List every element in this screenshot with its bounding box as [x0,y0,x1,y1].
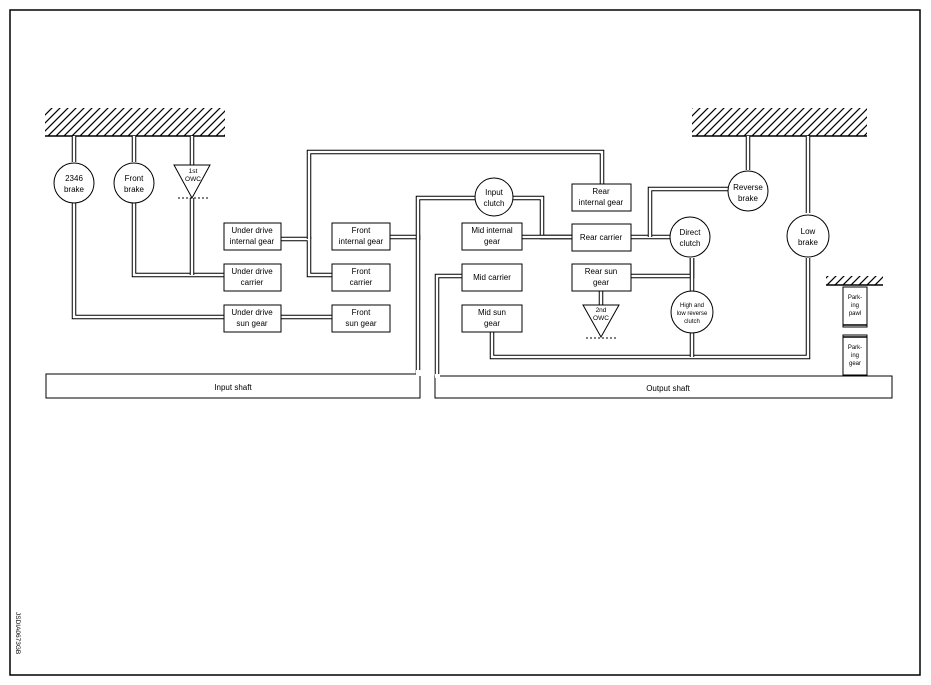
front-carrier: Front carrier [331,263,391,292]
low-brake: Low brake [786,214,830,258]
front-sun-gear-label-2: sun gear [345,319,376,328]
output-shaft: Output shaft [434,374,893,399]
front-sun-gear: Front sun gear [331,304,391,333]
owc-2nd-label-1: 2nd [596,307,607,314]
owc-2nd-label-2: OWC [593,315,609,322]
parking-pawl-label-2: ing [851,303,859,309]
front-sun-gear-label-1: Front [352,308,371,317]
output-shaft-label: Output shaft [646,384,690,393]
ud-internal-gear-label-2: internal gear [230,237,275,246]
mid-sun-gear-label-2: gear [484,319,500,328]
housing-ground-parking [826,276,883,286]
mid-internal-gear-label-1: Mid internal [471,226,513,235]
direct-clutch: Direct clutch [669,216,711,258]
parking-gear-label-1: Park- [848,345,862,351]
front-internal-gear-label-2: internal gear [339,237,384,246]
reverse-brake: Reverse brake [727,170,769,212]
parking-gear-label-3: gear [849,361,861,367]
reverse-brake-label-1: Reverse [733,183,763,192]
mid-sun-gear-label-1: Mid sun [478,308,506,317]
front-internal-gear-label-1: Front [352,226,371,235]
housing-ground-right [692,108,867,137]
parking-gear: Park- ing gear [842,334,868,376]
owc-1st-label-2: OWC [185,176,201,183]
mid-sun-gear: Mid sun gear [461,304,523,333]
front-carrier-label-1: Front [352,267,371,276]
low-brake-label-1: Low [801,227,816,236]
rear-sun-gear-label-1: Rear sun [585,267,617,276]
ud-internal-gear-label-1: Under drive [231,226,273,235]
direct-clutch-label-1: Direct [680,228,702,237]
under-drive-carrier: Under drive carrier [223,263,282,292]
parking-gear-label-2: ing [851,353,859,359]
mid-internal-gear-label-2: gear [484,237,500,246]
rear-internal-gear-label-2: internal gear [579,198,624,207]
hlr-clutch-label-1: High and [680,303,704,309]
parking-pawl-label-1: Park- [848,295,862,301]
brake-2346: 2346 brake [53,162,95,204]
reverse-brake-label-2: brake [738,194,759,203]
hlr-clutch-label-3: clutch [684,319,700,325]
shaft-connections [71,136,811,376]
front-internal-gear: Front internal gear [331,222,391,251]
under-drive-internal-gear: Under drive internal gear [223,222,282,251]
owc-2nd-symbol: 2nd OWC [582,304,620,339]
figure-frame [9,9,921,676]
brake-2346-label-2: brake [64,185,85,194]
rear-internal-gear-label-1: Rear [592,187,610,196]
mid-internal-gear: Mid internal gear [461,222,523,251]
parking-pawl: Park- ing pawl [842,286,868,328]
figure-code: JSDIA0673GB [14,612,21,654]
ud-sun-gear-label-1: Under drive [231,308,273,317]
hlr-clutch-label-2: low reverse [677,311,708,317]
rear-sun-gear: Rear sun gear [571,263,632,292]
input-clutch-label-2: clutch [484,199,505,208]
front-brake: Front brake [113,162,155,204]
front-brake-label-1: Front [125,174,144,183]
rear-carrier-label: Rear carrier [580,233,623,242]
input-clutch-label-1: Input [485,188,504,197]
under-drive-sun-gear: Under drive sun gear [223,304,282,333]
rear-sun-gear-label-2: gear [593,278,609,287]
ud-carrier-label-2: carrier [241,278,264,287]
mid-carrier: Mid carrier [461,263,523,292]
low-brake-label-2: brake [798,238,819,247]
parking-pawl-label-3: pawl [849,311,861,317]
owc-1st-label-1: 1st [189,168,198,175]
input-shaft-label: Input shaft [214,383,252,392]
rear-carrier: Rear carrier [571,223,632,252]
high-low-reverse-clutch: High and low reverse clutch [670,290,714,334]
front-brake-label-2: brake [124,185,145,194]
input-clutch: Input clutch [474,177,514,217]
owc-1st-symbol: 1st OWC [173,164,211,200]
rear-internal-gear: Rear internal gear [571,183,632,212]
direct-clutch-label-2: clutch [680,239,701,248]
ud-carrier-label-1: Under drive [231,267,273,276]
input-shaft: Input shaft [45,370,421,399]
front-carrier-label-2: carrier [350,278,373,287]
ud-sun-gear-label-2: sun gear [236,319,267,328]
brake-2346-label-1: 2346 [65,174,83,183]
housing-ground-left [45,108,225,137]
mid-carrier-label: Mid carrier [473,273,511,282]
